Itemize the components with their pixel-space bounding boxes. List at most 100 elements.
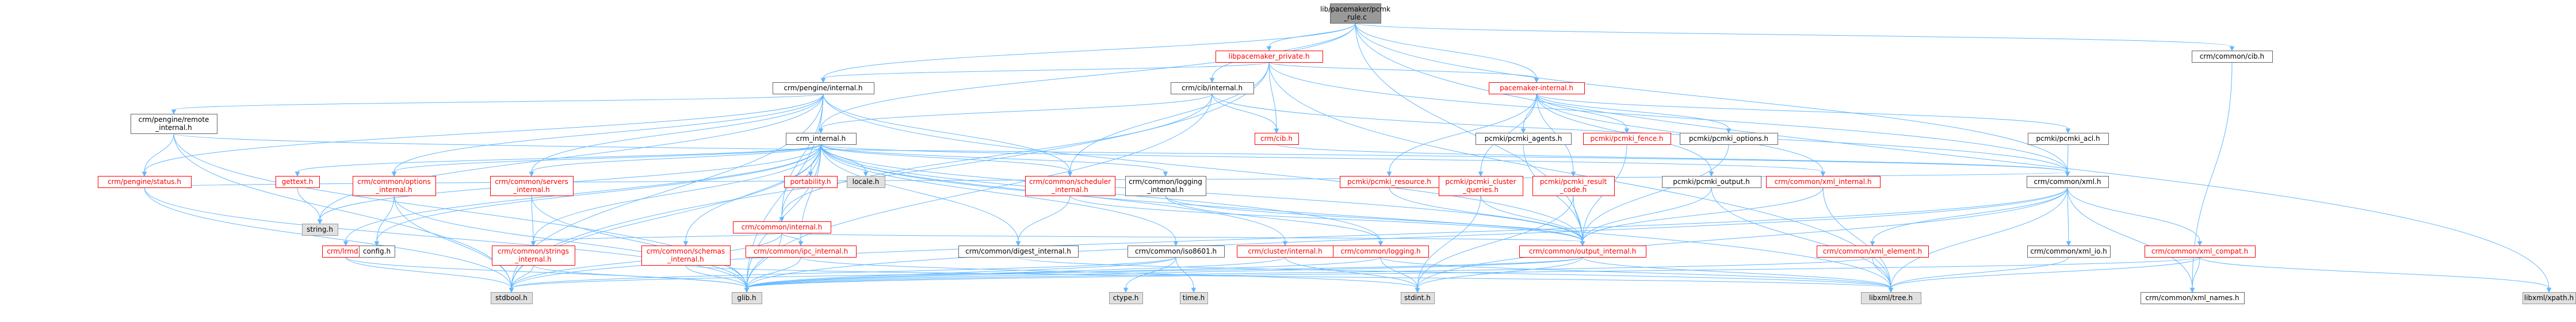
node-pe_internal[interactable]: crm/pengine/internal.h: [773, 82, 874, 94]
node-stdbool: stdbool.h: [491, 292, 533, 304]
node-string_h: string.h: [302, 224, 338, 236]
node-lpp[interactable]: libpacemaker_private.h: [1216, 51, 1323, 63]
node-label: pcmki/pcmki_options.h: [1689, 135, 1768, 143]
node-label: gettext.h: [282, 178, 314, 186]
node-xml_h[interactable]: crm/common/xml.h: [2027, 176, 2109, 188]
node-stdint: stdint.h: [1401, 292, 1435, 304]
node-label: crm/common/iso8601.h: [1135, 247, 1217, 255]
node-label: crm/common/xml_io.h: [2030, 247, 2107, 255]
node-schemas_internal[interactable]: crm/common/schemas_internal.h: [641, 246, 731, 266]
edge-output_internal-to-stdbool: [509, 256, 1583, 293]
node-pcmki_fence[interactable]: pcmki/pcmki_fence.h: [1583, 133, 1671, 145]
edge-pm_internal-to-pcmki_acl: [1536, 93, 2071, 134]
edge-crm_internal-to-xml_internal: [820, 144, 1826, 177]
edge-pe_internal-to-servers_internal: [529, 93, 824, 177]
node-pe_status[interactable]: crm/pengine/status.h: [98, 176, 192, 188]
edge-schemas_internal-to-libxml_tree: [685, 264, 1894, 293]
edge-options_internal-to-glib: [393, 195, 750, 293]
node-cluster_internal[interactable]: crm/cluster/internal.h: [1237, 246, 1334, 258]
node-label: locale.h: [853, 178, 880, 186]
edge-xml_compat-to-libxml_xpath: [2199, 256, 2552, 293]
edge-layer: [142, 22, 2552, 293]
node-common_internal[interactable]: crm/common/internal.h: [733, 221, 831, 233]
node-label: config.h: [363, 247, 391, 255]
node-label: crm/common/xml_compat.h: [2151, 247, 2248, 255]
node-crm_cib[interactable]: crm/cib.h: [1255, 133, 1299, 145]
edge-pm_internal-to-pcmki_fence: [1536, 93, 1630, 134]
edge-crm_internal-to-scheduler_internal: [820, 144, 1073, 177]
edge-pcmki_resource-to-output_internal: [1389, 187, 1585, 247]
node-pcmki_options[interactable]: pcmki/pcmki_options.h: [1680, 133, 1778, 145]
node-logging_internal[interactable]: crm/common/logging_internal.h: [1125, 176, 1206, 196]
node-digest_internal[interactable]: crm/common/digest_internal.h: [958, 246, 1079, 258]
node-servers_internal[interactable]: crm/common/servers_internal.h: [490, 176, 574, 196]
node-crm_lrmd[interactable]: crm/lrmd.h: [322, 246, 370, 258]
node-cib_h[interactable]: crm/common/cib.h: [2192, 51, 2273, 63]
edge-remote_internal-to-stdbool: [173, 133, 514, 293]
node-xml_names[interactable]: crm/common/xml_names.h: [2141, 292, 2245, 304]
node-label: string.h: [307, 225, 333, 233]
edge-pe_status-to-stdbool: [144, 187, 514, 293]
edge-lpp-to-scheduler_internal: [1067, 62, 1270, 177]
edge-xml_io-to-libxml_tree: [1888, 256, 2069, 293]
node-label: crm/common/internal.h: [742, 223, 823, 231]
node-config[interactable]: config.h: [359, 246, 395, 258]
node-label: pcmki/pcmki_acl.h: [2036, 135, 2100, 143]
node-label: crm/common/servers: [495, 178, 568, 186]
node-pcmki_acl[interactable]: pcmki/pcmki_acl.h: [2028, 133, 2109, 145]
node-time: time.h: [1180, 292, 1208, 304]
node-crm_internal[interactable]: crm_internal.h: [786, 133, 857, 145]
node-locale: locale.h: [847, 176, 885, 188]
node-common_logging[interactable]: crm/common/logging.h: [1333, 246, 1429, 258]
node-label: crm/common/options: [357, 178, 431, 186]
edge-crm_internal-to-servers_internal: [529, 144, 821, 177]
edge-xml_h-to-xml_io: [2066, 187, 2071, 247]
node-label: pcmki/pcmki_output.h: [1673, 178, 1749, 186]
node-rule[interactable]: lib/pacemaker/pcmk_rule.c: [1320, 3, 1390, 24]
edge-crm_cib-to-xml_h: [1276, 144, 2070, 177]
node-label: crm/cib.h: [1260, 135, 1293, 143]
node-xml_internal[interactable]: crm/common/xml_internal.h: [1766, 176, 1881, 188]
edge-scheduler_internal-to-digest_internal: [1015, 195, 1071, 247]
node-xml_io[interactable]: crm/common/xml_io.h: [2027, 246, 2111, 258]
edge-common_internal-to-output_internal: [781, 232, 1585, 247]
node-remote_internal[interactable]: crm/pengine/remote_internal.h: [131, 114, 217, 134]
node-pcmki_resource[interactable]: pcmki/pcmki_resource.h: [1340, 176, 1439, 188]
node-label: libpacemaker_private.h: [1229, 52, 1310, 60]
node-label: crm/common/digest_internal.h: [965, 247, 1071, 255]
edge-options_internal-to-config: [374, 195, 395, 247]
edge-digest_internal-to-libxml_tree: [1018, 256, 1894, 293]
node-options_internal[interactable]: crm/common/options_internal.h: [353, 176, 436, 196]
node-strings_internal[interactable]: crm/common/strings_internal.h: [492, 246, 575, 266]
edge-lpp-to-pe_internal: [820, 62, 1270, 83]
node-portability[interactable]: portability.h: [784, 176, 838, 188]
node-output_internal[interactable]: crm/common/output_internal.h: [1519, 246, 1646, 258]
edge-pm_internal-to-pcmki_options: [1536, 93, 1732, 134]
node-xml_element[interactable]: crm/common/xml_element.h: [1817, 246, 1929, 258]
node-label: pcmki/pcmki_agents.h: [1485, 135, 1562, 143]
node-pcmki_agents[interactable]: pcmki/pcmki_agents.h: [1476, 133, 1572, 145]
node-label: _internal.h: [514, 255, 551, 263]
node-gettext[interactable]: gettext.h: [276, 176, 320, 188]
edge-xml_compat-to-xml_names: [2189, 256, 2200, 293]
node-pcmki_output[interactable]: pcmki/pcmki_output.h: [1662, 176, 1761, 188]
node-label: _internal.h: [375, 186, 412, 194]
node-label: pacemaker-internal.h: [1500, 84, 1573, 92]
node-label: _code.h: [1560, 186, 1587, 194]
edge-pm_internal-to-pcmki_agents: [1520, 93, 1537, 134]
node-cib_internal[interactable]: crm/cib/internal.h: [1171, 82, 1254, 94]
node-label: portability.h: [790, 178, 831, 186]
node-xml_compat[interactable]: crm/common/xml_compat.h: [2145, 246, 2256, 258]
node-pcmki_cluster[interactable]: pcmki/pcmki_cluster_queries.h: [1439, 176, 1523, 196]
node-label: _internal.h: [155, 124, 192, 132]
node-iso8601[interactable]: crm/common/iso8601.h: [1128, 246, 1225, 258]
edge-iso8601-to-time: [1175, 256, 1197, 293]
node-pm_internal[interactable]: pacemaker-internal.h: [1489, 82, 1585, 94]
node-ipc_internal[interactable]: crm/common/ipc_internal.h: [746, 246, 857, 258]
edge-lpp-to-crm_cib: [1268, 62, 1279, 134]
node-label: crm/common/xml.h: [2034, 178, 2101, 186]
node-scheduler_internal[interactable]: crm/common/scheduler_internal.h: [1025, 176, 1115, 196]
node-pcmki_result[interactable]: pcmki/pcmki_result_code.h: [1532, 176, 1615, 196]
edge-pe_internal-to-options_internal: [391, 93, 824, 177]
